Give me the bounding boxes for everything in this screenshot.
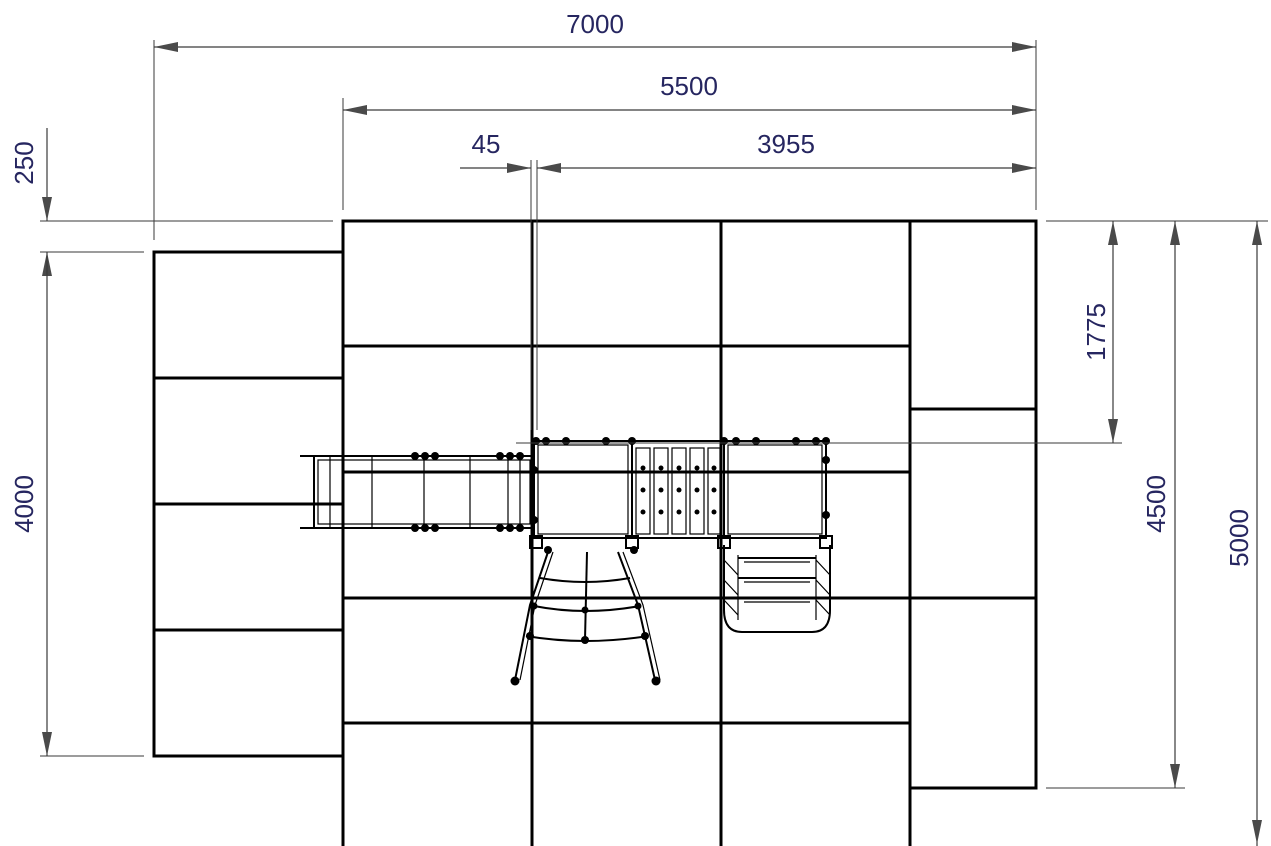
dim-tower-span: 3955: [537, 129, 1036, 173]
dim-top-offset: 250: [9, 128, 52, 276]
dim-label-top-offset: 250: [9, 141, 39, 184]
tower-platforms: [529, 437, 833, 554]
slide: [300, 452, 535, 532]
dim-label-tower-depth: 1775: [1081, 303, 1111, 361]
dim-left-height: 4000: [9, 252, 52, 756]
dim-total-height: 5000: [1224, 221, 1262, 846]
dim-label-left-height: 4000: [9, 475, 39, 533]
climbing-net: [510, 551, 661, 686]
stairs: [723, 545, 831, 633]
dim-label-right-height: 4500: [1141, 475, 1171, 533]
dim-tower-depth: 1775: [1081, 221, 1118, 443]
dim-label-tower-span: 3955: [757, 129, 815, 159]
dim-label-platform-width: 5500: [660, 71, 718, 101]
playground-equipment: [300, 437, 833, 686]
dimension-lines: 7000 5500 45 3955 250: [9, 9, 1268, 846]
dim-label-total-width: 7000: [566, 9, 624, 39]
dim-offset: 45: [460, 129, 531, 173]
dim-label-offset: 45: [472, 129, 501, 159]
right-tile-column: [908, 219, 1038, 790]
dim-platform-width: 5500: [343, 71, 1036, 115]
dim-right-height: 4500: [1141, 221, 1180, 788]
dim-total-width: 7000: [154, 9, 1036, 52]
dim-label-total-height: 5000: [1224, 509, 1254, 567]
